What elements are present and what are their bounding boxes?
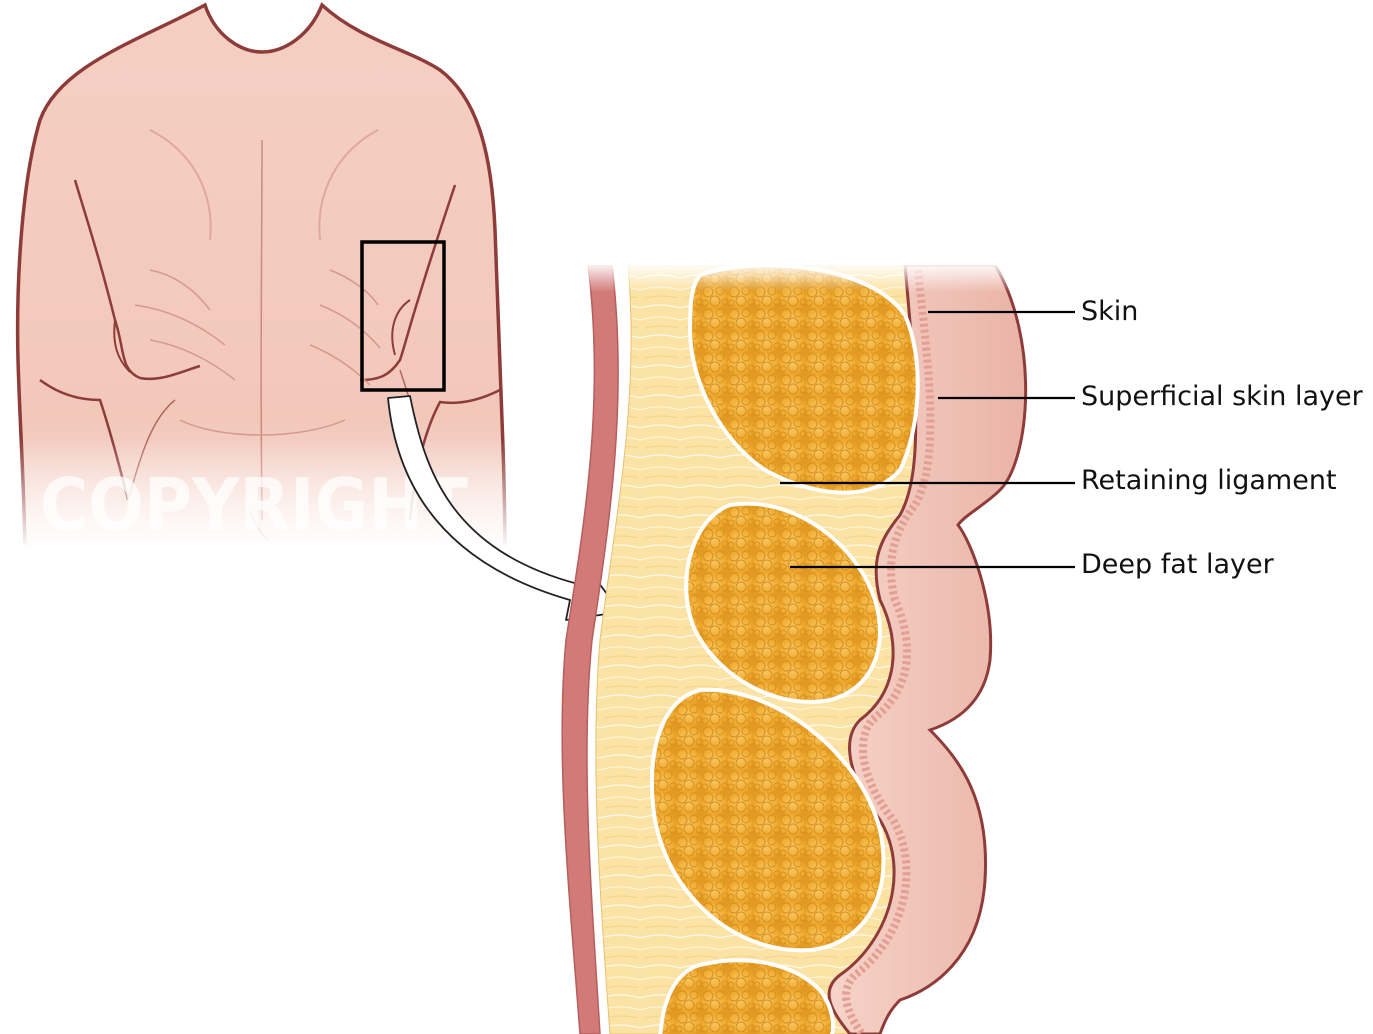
fat-lobule-3 (650, 687, 886, 953)
muscle-band (561, 265, 619, 1034)
copyright-watermark: COPYRIGHT (40, 463, 468, 547)
superficial-skin-line (842, 269, 935, 1034)
skin-layer (827, 265, 1028, 1034)
label-retaining-ligament: Retaining ligament (1081, 465, 1337, 496)
skin-cross-section (540, 265, 1060, 1034)
fat-lobule-2 (684, 501, 882, 704)
label-superficial-skin-layer: Superficial skin layer (1081, 381, 1363, 412)
label-deep-fat-layer: Deep fat layer (1081, 549, 1274, 580)
torso-back-view (0, 1, 520, 545)
label-skin: Skin (1081, 296, 1139, 327)
fat-lobule-4 (658, 958, 835, 1034)
zoom-box (360, 240, 446, 392)
